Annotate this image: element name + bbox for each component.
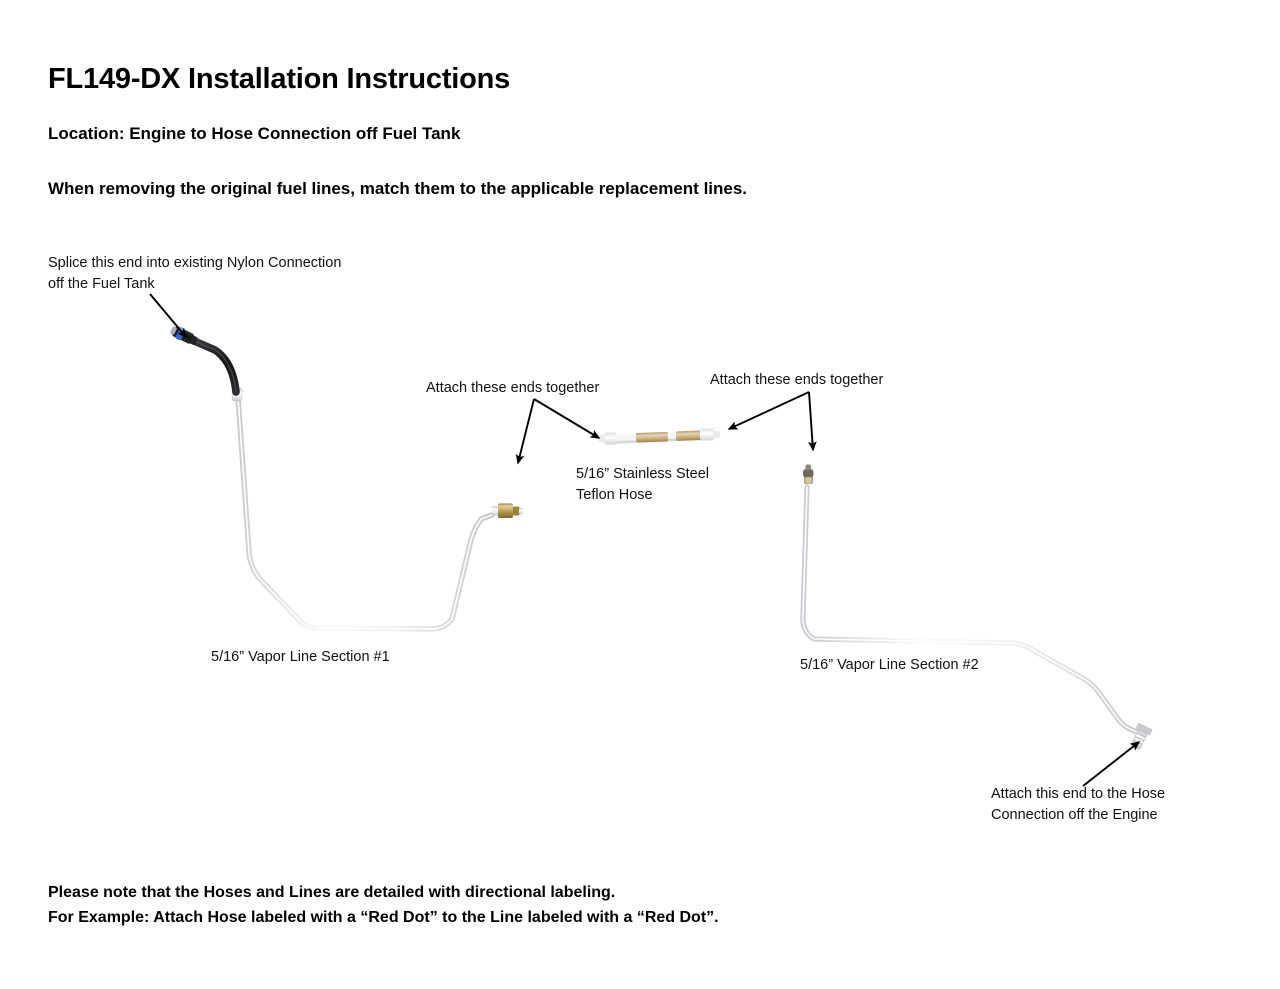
teflon-hose-fitting-left xyxy=(598,432,617,445)
callout-vapor-line-2-label: 5/16” Vapor Line Section #2 xyxy=(800,657,979,673)
teflon-hose-fitting-right xyxy=(700,428,720,441)
callout-vapor-line-section-1: 5/16” Vapor Line Section #1 xyxy=(211,647,390,668)
callout-attach-left-line-1: Attach these ends together xyxy=(426,380,600,396)
vapor-line-1-tube-highlight xyxy=(237,396,493,630)
arrow-attach-right-to-line2-end xyxy=(808,391,817,452)
callout-teflon-line-2: Teflon Hose xyxy=(576,487,653,503)
callout-splice-nylon-connection: Splice this end into existing Nylon Conn… xyxy=(48,253,341,295)
teflon-hose-band-right xyxy=(675,430,709,441)
vapor-line-2-top-fitting xyxy=(803,464,814,484)
arrow-attach-right-to-hose-right-end xyxy=(727,391,810,430)
arrow-attach-left-to-line1-end xyxy=(515,398,535,465)
vapor-line-1-brass-fitting xyxy=(492,503,523,518)
vapor-line-2-engine-fitting xyxy=(1131,723,1153,750)
teflon-hose-art xyxy=(598,428,720,445)
arrow-attach-left-to-hose-left-end xyxy=(533,398,601,439)
callout-attach-right-line-1: Attach these ends together xyxy=(710,372,884,388)
callout-vapor-line-1-label: 5/16” Vapor Line Section #1 xyxy=(211,649,390,665)
location-subtitle: Location: Engine to Hose Connection off … xyxy=(48,124,461,143)
teflon-hose-band-left xyxy=(635,431,669,443)
callout-engine-line-1: Attach this end to the Hose xyxy=(991,786,1166,802)
callout-arrows xyxy=(149,293,1141,787)
callout-engine-connection: Attach this end to the Hose Connection o… xyxy=(991,784,1165,826)
vapor-line-2-tube-highlight xyxy=(802,486,1140,734)
vapor-line-section-1-art xyxy=(170,326,523,632)
vapor-line-1-rubber-hose xyxy=(188,336,240,396)
callout-teflon-hose: 5/16” Stainless Steel Teflon Hose xyxy=(576,464,709,506)
footer-note-line-2: For Example: Attach Hose labeled with a … xyxy=(48,909,719,926)
callout-teflon-line-1: 5/16” Stainless Steel xyxy=(576,466,709,482)
callout-splice-line-2: off the Fuel Tank xyxy=(48,276,155,292)
callout-attach-ends-left: Attach these ends together xyxy=(426,378,599,399)
vapor-line-2-tube xyxy=(800,484,1142,736)
footer-note-line-1: Please note that the Hoses and Lines are… xyxy=(48,884,616,901)
footer-note: Please note that the Hoses and Lines are… xyxy=(48,880,719,930)
callout-vapor-line-section-2: 5/16” Vapor Line Section #2 xyxy=(800,655,979,676)
arrow-splice-to-connector xyxy=(149,293,187,339)
callout-engine-line-2: Connection off the Engine xyxy=(991,807,1158,823)
instruction-line: When removing the original fuel lines, m… xyxy=(48,179,748,198)
vapor-line-1-ferrule xyxy=(231,387,243,402)
page-title: FL149-DX Installation Instructions xyxy=(48,63,511,95)
teflon-hose-body-shade xyxy=(610,437,704,444)
callout-splice-line-1: Splice this end into existing Nylon Conn… xyxy=(48,255,342,271)
callout-attach-ends-right: Attach these ends together xyxy=(710,370,883,391)
vapor-line-section-2-art xyxy=(800,464,1153,750)
vapor-line-1-rubber-hose-sheen xyxy=(191,339,237,393)
teflon-hose-body xyxy=(607,431,707,445)
vapor-line-1-tube xyxy=(235,394,495,632)
arrow-engine-end xyxy=(1082,741,1141,787)
nylon-quick-connect-fitting xyxy=(170,326,198,345)
